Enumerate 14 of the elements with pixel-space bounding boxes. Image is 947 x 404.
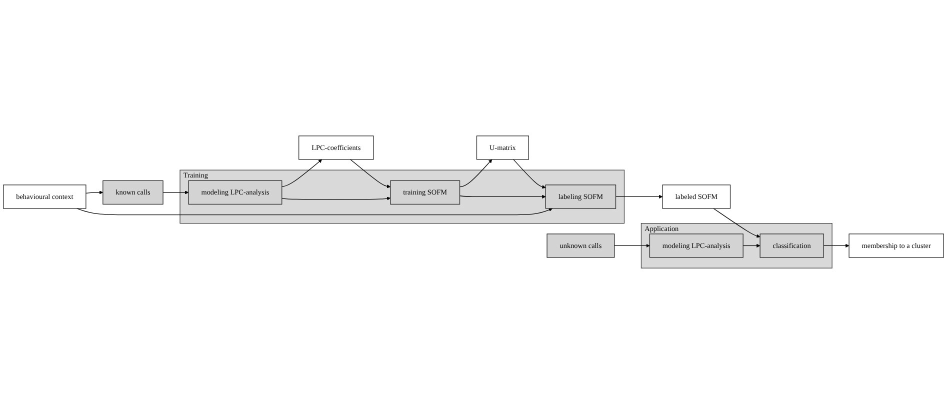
arrow xyxy=(513,159,546,189)
arrow xyxy=(459,159,492,188)
arrow xyxy=(823,244,850,248)
arrow xyxy=(713,208,760,238)
arrow xyxy=(459,194,546,199)
arrow xyxy=(742,244,760,248)
arrow xyxy=(162,190,189,194)
arrow xyxy=(615,194,663,199)
arrow xyxy=(86,190,104,194)
arrow xyxy=(76,208,553,216)
arrow xyxy=(614,244,650,248)
arrow xyxy=(350,159,391,188)
arrow xyxy=(282,159,322,187)
arrow xyxy=(282,196,391,200)
